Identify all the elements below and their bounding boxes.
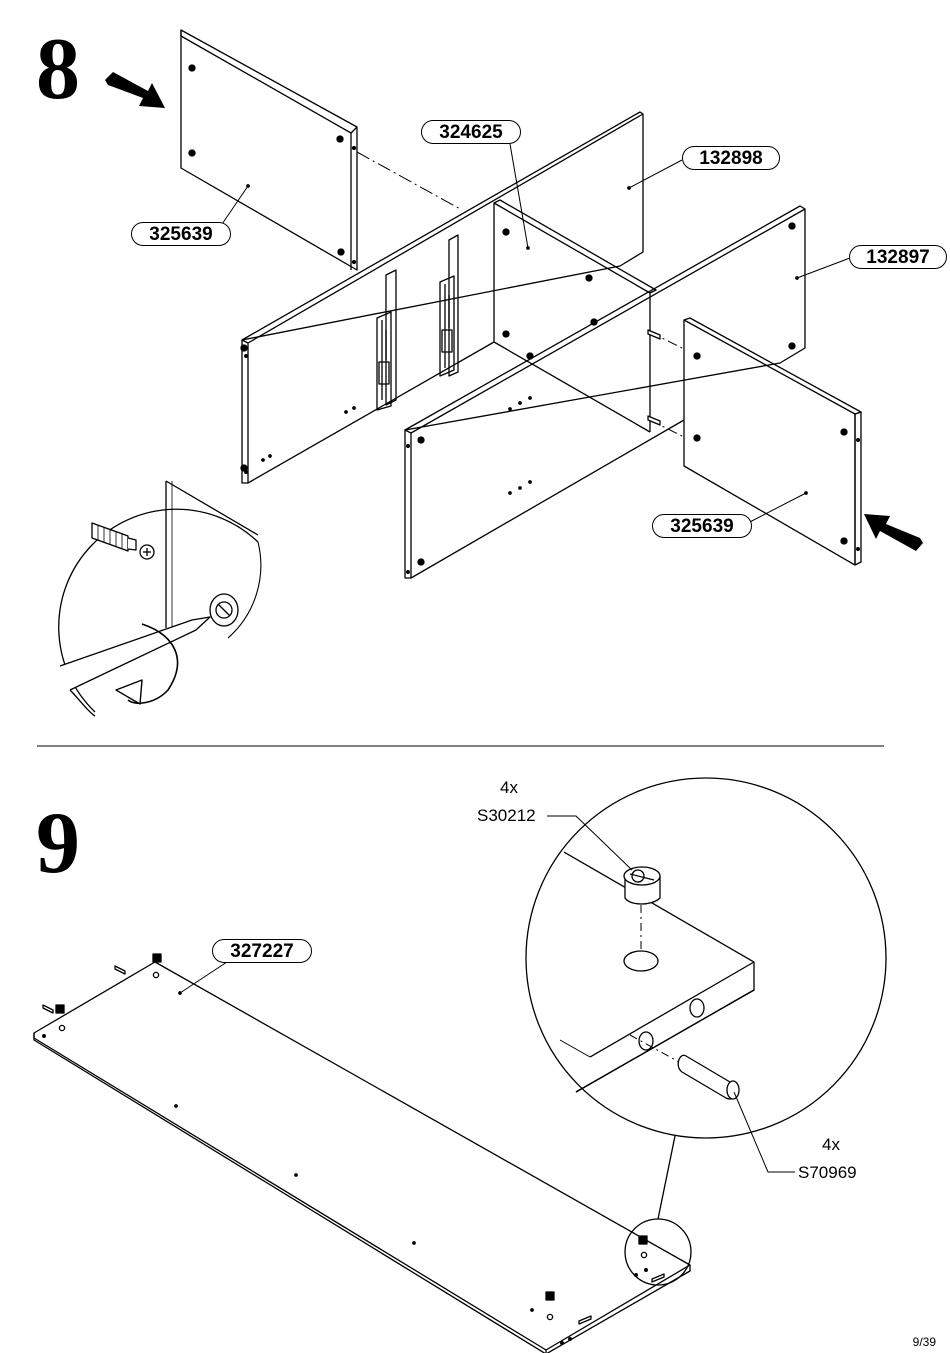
cam-quantity: 4x (500, 778, 518, 797)
page-number: 9/39 (912, 1335, 936, 1349)
right-side-panel-drawing (683, 317, 862, 566)
step-9-number: 9 (36, 795, 80, 892)
divider-panel-drawing (493, 143, 657, 433)
dowel-part-code: S70969 (798, 1163, 857, 1182)
part-label-right-side: 325639 (652, 514, 752, 538)
part-label-left-side: 325639 (131, 222, 231, 246)
bottom-panel-drawing (33, 953, 692, 1353)
part-label-front-panel: 132897 (849, 245, 947, 269)
back-panel-drawing (240, 111, 683, 484)
cam-screw-detail-drawing (58, 480, 262, 717)
part-label-divider: 324625 (421, 120, 521, 144)
push-arrow-left (105, 72, 165, 108)
dowel-quantity: 4x (822, 1135, 840, 1154)
front-panel-drawing (404, 205, 851, 579)
push-arrow-right (864, 514, 923, 551)
cam-dowel-detail-drawing (525, 777, 887, 1173)
part-label-bottom-panel: 327227 (212, 939, 312, 963)
step-8-number: 8 (36, 21, 80, 118)
cam-part-code: S30212 (477, 806, 536, 825)
drawer-rails-drawing (376, 234, 598, 411)
part-label-back-panel: 132898 (682, 146, 780, 170)
